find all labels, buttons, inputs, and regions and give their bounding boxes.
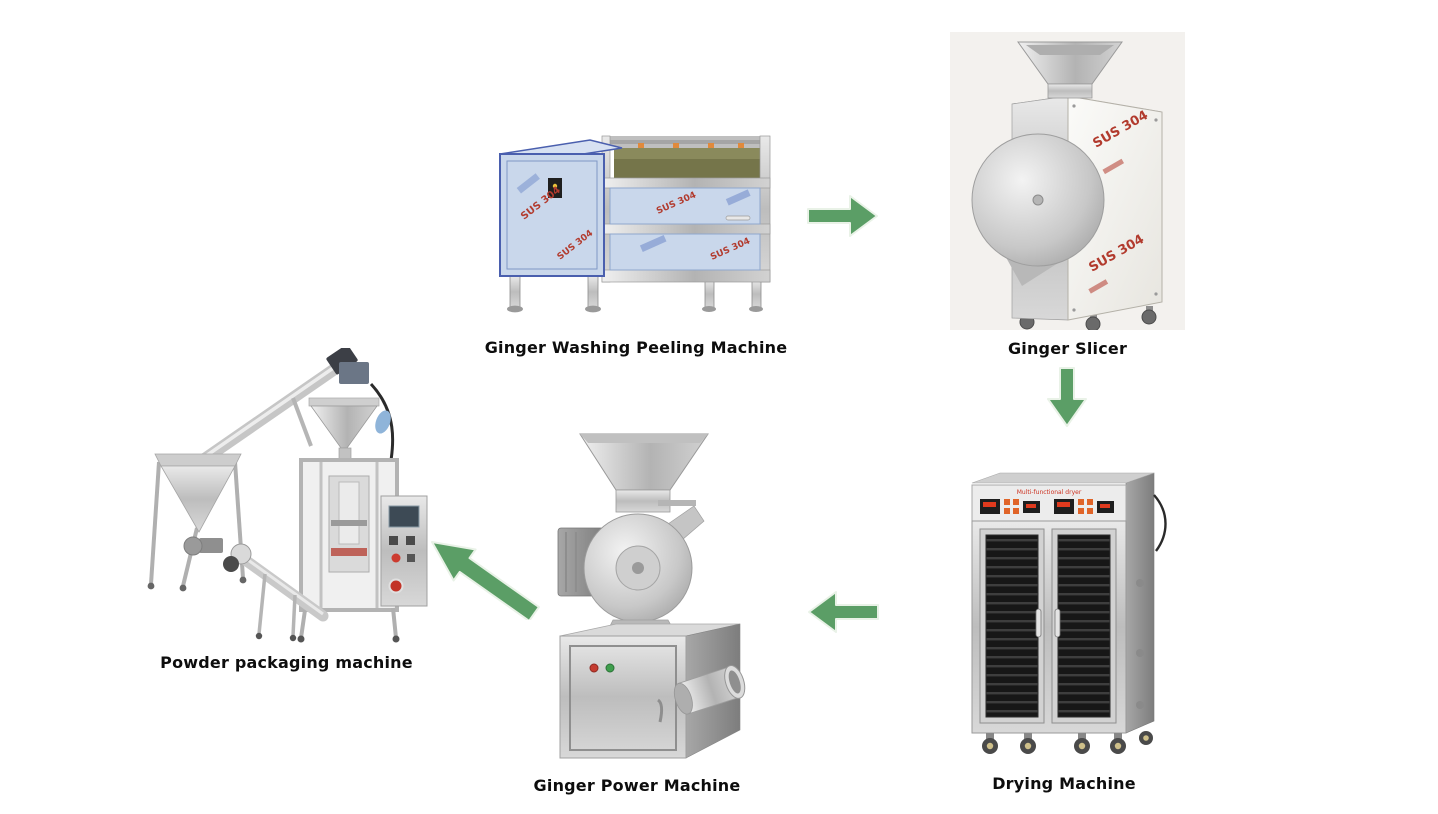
node-ginger-power-machine: Ginger Power Machine <box>518 428 756 795</box>
casters <box>982 731 1153 754</box>
blue-glove <box>375 410 391 434</box>
power-cable <box>1153 494 1167 552</box>
node-drying-machine: Multi-functional dryer <box>958 443 1170 793</box>
discharge-conveyor <box>223 543 329 642</box>
control-screen <box>388 505 420 528</box>
drying-machine-label: Drying Machine <box>992 774 1136 793</box>
ginger-slicer-label: Ginger Slicer <box>1007 339 1128 358</box>
ginger-power-machine-label: Ginger Power Machine <box>533 776 741 795</box>
door-handle <box>1054 608 1061 638</box>
temperature-controller <box>1054 499 1114 514</box>
powder-packaging-machine-label: Powder packaging machine <box>160 653 413 672</box>
temperature-controller <box>980 499 1040 514</box>
conveyor-motor <box>326 348 358 375</box>
red-button <box>589 663 599 673</box>
discharge-spout <box>673 665 746 715</box>
dryer-panel-text: Multi-functional dryer <box>1017 489 1082 496</box>
ginger-slicer-illustration: SUS 304 SUS 304 <box>950 32 1185 330</box>
powder-packaging-machine-illustration <box>147 348 428 643</box>
door-handle <box>657 698 664 723</box>
flow-arrow-washing-to-slicer <box>807 195 878 237</box>
flow-arrow-drying-to-grinder <box>808 591 879 633</box>
node-washing-machine: SUS 304 SUS 304 SUS 304 SUS 304 Ginger W… <box>485 128 787 357</box>
emergency-stop-button <box>388 578 404 594</box>
drying-machine-illustration: Multi-functional dryer <box>971 472 1167 754</box>
node-ginger-slicer: SUS 304 SUS 304 Ginger Slicer <box>950 32 1185 358</box>
ginger-power-machine-illustration <box>557 433 746 759</box>
flow-arrow-grinder-to-packaging <box>431 541 540 620</box>
control-cabinet <box>380 495 428 607</box>
washing-machine-illustration: SUS 304 SUS 304 SUS 304 SUS 304 <box>499 135 771 313</box>
washing-machine-label: Ginger Washing Peeling Machine <box>484 338 788 357</box>
door-handle <box>1035 608 1042 638</box>
red-button <box>391 553 401 563</box>
green-button <box>605 663 615 673</box>
node-powder-packaging-machine: Powder packaging machine <box>143 348 430 672</box>
flow-arrow-slicer-to-drying <box>1047 367 1087 427</box>
